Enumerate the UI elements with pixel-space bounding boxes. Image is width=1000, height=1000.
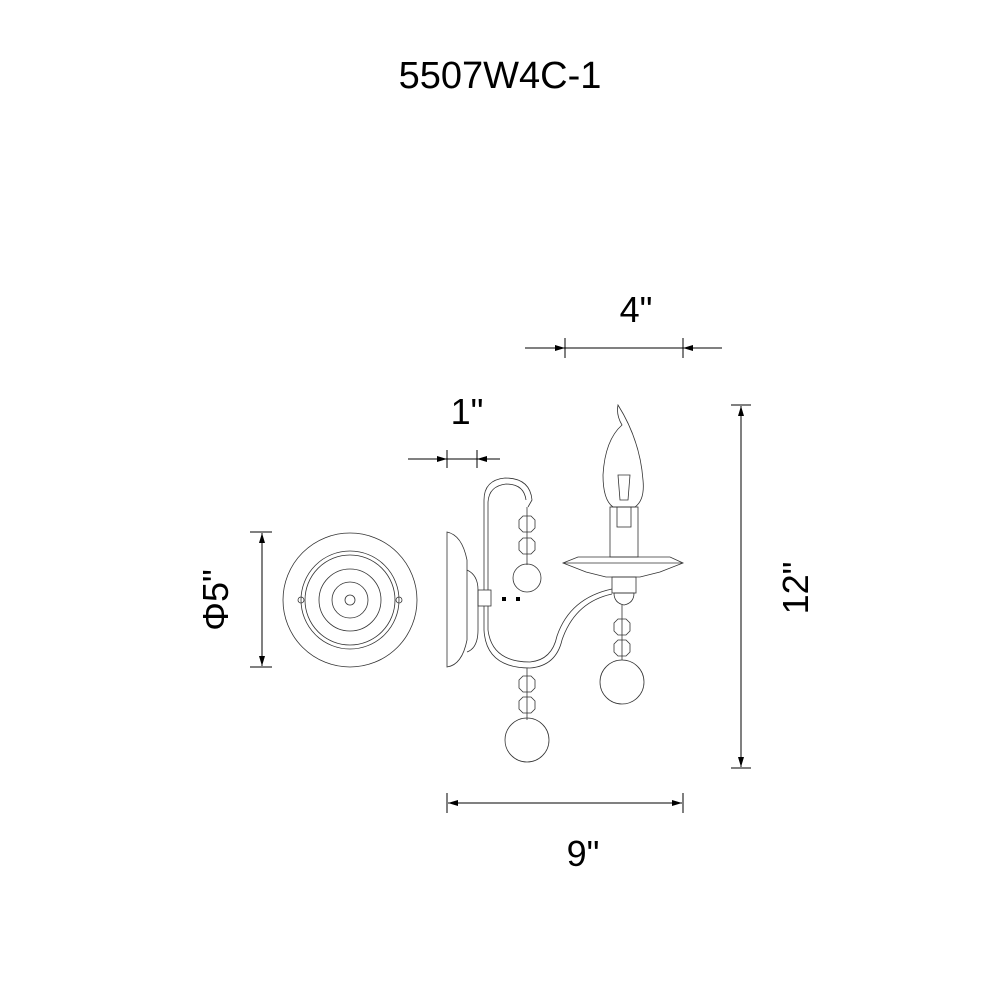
backplate-front-view (282, 532, 418, 668)
crystal-pendant-bottom (504, 668, 550, 763)
arm-offset-label: 1" (451, 391, 484, 432)
dimension-depth: 9" (446, 793, 684, 874)
sconce-side-view (446, 403, 685, 669)
dimension-backplate-diameter: Φ5" (195, 531, 272, 668)
backplate-diameter-label: Φ5" (195, 569, 236, 631)
cup-width-label: 4" (620, 289, 653, 330)
dimension-height: 12" (731, 404, 816, 769)
model-title: 5507W4C-1 (399, 55, 602, 97)
dimension-arm-offset: 1" (408, 391, 500, 468)
crystal-pendant-right (599, 605, 645, 705)
crystal-pendant-upper-left (512, 507, 542, 593)
dimension-cup-width: 4" (525, 289, 722, 358)
height-label: 12" (775, 562, 816, 615)
depth-label: 9" (567, 833, 600, 874)
